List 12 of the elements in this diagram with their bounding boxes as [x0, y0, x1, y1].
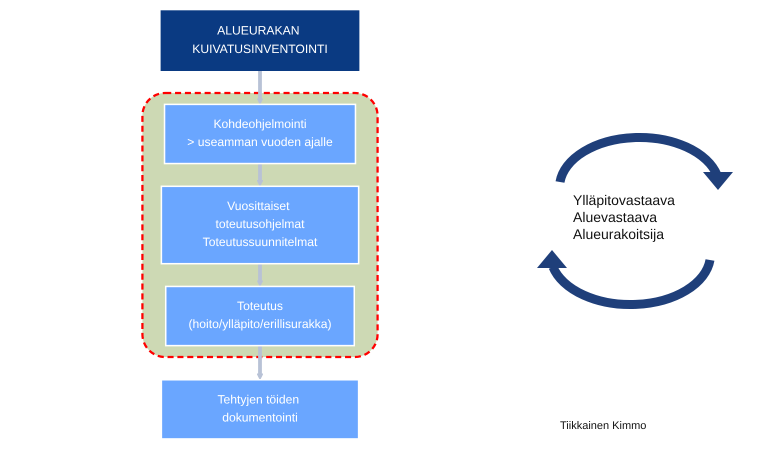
arrow [256, 346, 264, 380]
arrow [256, 70, 264, 105]
node-box: ALUEURAKAN KUIVATUSINVENTOINTI [160, 10, 360, 71]
role-list: Ylläpitovastaava Aluevastaava Alueurakoitsija [573, 192, 685, 243]
node-box: Toteutus (hoito/ylläpito/erillisurakka) [164, 286, 356, 346]
node-box: Tehtyjen töiden dokumentointi [160, 379, 360, 440]
author-note: Tiikkainen Kimmo [560, 420, 646, 432]
arrow [256, 264, 264, 287]
cluster [141, 92, 379, 358]
node-box: Kohdeohjelmointi > useamman vuoden ajalle [164, 104, 356, 164]
node-box: Vuosittaiset toteutusohjelmat Toteutussuunnitelmat [160, 186, 360, 264]
arrow [256, 164, 264, 187]
